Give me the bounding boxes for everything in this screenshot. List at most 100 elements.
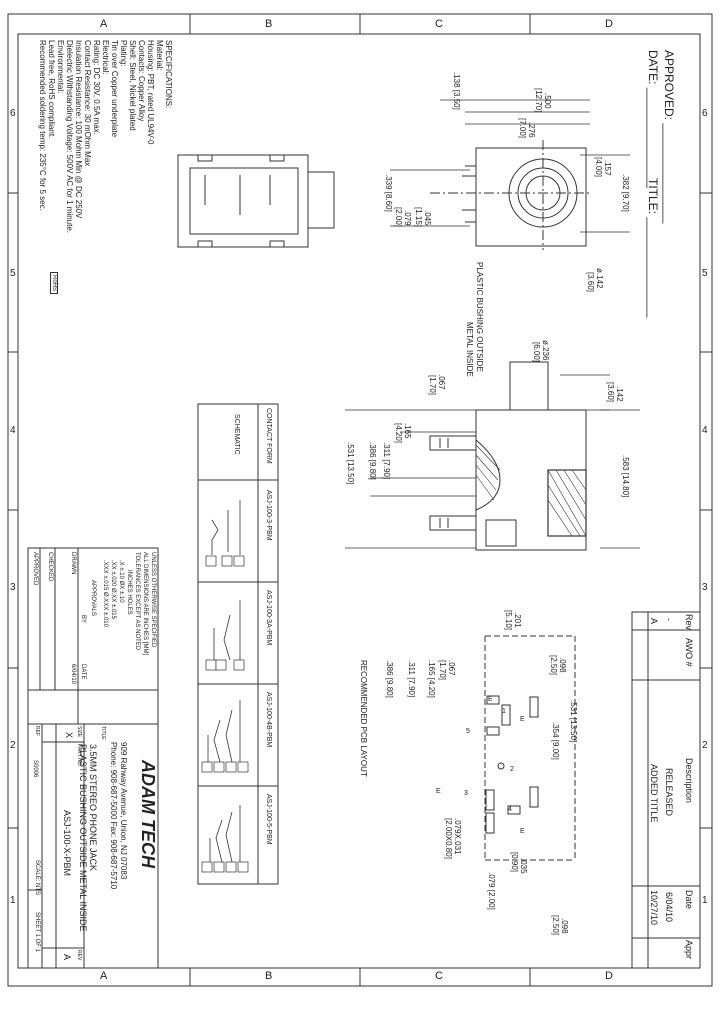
pcb-dim-098-mm: [2.50] [549, 655, 558, 676]
pcb-dim-079x031: .079X.031 [453, 818, 462, 855]
spec-lead-free: Lead free, RoHS compliant. [47, 40, 56, 139]
pcb-dim-201: .201 [513, 612, 522, 628]
contact-form-header: CONTACT FORM [265, 408, 272, 464]
part-asj-100-3a: ASJ-100-3A-PBM [265, 590, 272, 646]
rev-label: REV [76, 950, 82, 961]
rev-row2-desc: ADDED TITLE [649, 764, 659, 823]
pcb-title: RECOMMENDED PCB LAYOUT [359, 660, 368, 777]
dim-142b: .142 [615, 386, 624, 402]
spec-shell: Shell: Steel, Nickel plated [128, 40, 137, 131]
title-line2: PLASTIC BUSHING OUTSIDE METAL INSIDE [78, 744, 88, 932]
part-no-value: ASJ-100-X-PBM [62, 810, 72, 877]
approvals-date: DATE [80, 664, 86, 680]
pcb-pad-3: 3 [464, 790, 468, 797]
spec-environmental: Environmental: [56, 40, 65, 94]
zone-number-left-6: 6 [10, 108, 16, 119]
dim-079: .079 [403, 210, 412, 226]
pcb-dim-035: .035 [519, 858, 528, 874]
dim-276: .276 [527, 122, 536, 138]
size-value: X [64, 732, 74, 739]
bushing-label: PLASTIC BUSHING OUTSIDE [475, 262, 484, 372]
top-view-dims [390, 99, 630, 233]
rev-value: A [62, 954, 72, 961]
rev-header-awo: AWO # [684, 638, 694, 667]
dim-500: .500 [543, 93, 552, 109]
ref-value: S0006 [32, 760, 38, 778]
pcb-dim-067-mm: [1.70] [438, 660, 447, 681]
dim-382: .382 [9.70] [621, 174, 630, 212]
dim-236: ø.236 [541, 340, 550, 361]
pcb-dim-067: .067 [447, 660, 456, 676]
rev-row2-rev: A [649, 618, 659, 625]
dim-067-mm: [1.70] [428, 375, 437, 396]
spec-housing: Housing: PBT, rated UL94V-0 [146, 40, 155, 145]
dim-276-mm: [7.00] [518, 118, 527, 139]
pcb-pad-1: 1 [502, 708, 506, 715]
spec-plating: Plating: [119, 40, 128, 67]
rev-header-appr: Appr [684, 940, 694, 960]
pcb-dim-354: .354 [9.00] [551, 722, 560, 760]
zone-letter-bottom-c: C [435, 970, 443, 982]
spec-plating-detail: Tin over Copper underplate [110, 40, 119, 138]
spec-material: Material: [155, 40, 164, 71]
zone-number-right-3: 3 [702, 582, 708, 593]
pcb-pad-e4: E [436, 788, 441, 795]
contact-table-grid [197, 403, 279, 885]
rev-header-description: Description [684, 758, 694, 804]
inner-border [17, 33, 701, 969]
pcb-dim-165: .165 [4.20] [427, 660, 436, 698]
top-view [430, 140, 590, 250]
date-line: DATE: _______________ [646, 50, 660, 188]
zone-ticks [8, 14, 712, 986]
rev-row1-rev: - [664, 618, 674, 621]
zone-letter-top-c: C [435, 18, 443, 30]
pcb-dim-311: .311 [7.90] [407, 660, 416, 698]
dim-045: .045 [423, 210, 432, 226]
spec-contact-resistance: Contact Resistance: 30 mOhm Max [83, 40, 92, 167]
dim-339: .339 [8.60] [384, 174, 393, 212]
dim-142a-mm: [3.60] [586, 272, 595, 293]
tol-line7: .XXX ±.015 Ø.XXX ±.010 [102, 560, 108, 627]
spec-soldering: Recommended soldering temp: 235°C for 5 … [38, 40, 47, 211]
front-view [429, 361, 587, 551]
pcb-dim-531: .531 [13.50] [569, 700, 578, 743]
zone-number-left-1: 1 [10, 895, 16, 906]
zone-number-right-5: 5 [702, 268, 708, 279]
zone-number-left-5: 5 [10, 268, 16, 279]
pcb-pad-e2: E [488, 696, 493, 703]
title-label: TITLE [100, 726, 106, 740]
pcb-layout [484, 635, 576, 861]
ref-label: REF [34, 726, 40, 736]
zone-letter-top-d: D [605, 18, 613, 30]
pcb-pad-e3: E [520, 828, 525, 835]
rev-header-date: Date [684, 890, 694, 910]
dim-165-mm: [4.20] [394, 423, 403, 444]
pcb-dim-035-mm: [0.90] [510, 852, 519, 873]
dim-157: .157 [603, 160, 612, 176]
spec-insulation: Insulation Resistance: 100 Mohm Min @ DC… [74, 40, 83, 219]
zone-number-right-1: 1 [702, 895, 708, 906]
company-address: 909 Rahway Avenue, Union, NJ 07083 [119, 742, 128, 880]
revision-table [631, 611, 701, 969]
zone-letter-bottom-a: A [100, 970, 108, 982]
spec-rating: Rating: DC 30V, 0.5A max. [92, 40, 101, 135]
dim-142b-mm: [3.60] [606, 382, 615, 403]
rev-header-rev: Rev [684, 614, 694, 631]
approvals-by: BY [80, 615, 86, 624]
dim-142a: ø.142 [595, 268, 604, 289]
pcb-dim-098: .098 [558, 657, 567, 673]
rev-row2-date: 10/27/10 [649, 890, 659, 926]
company-name: ADAM TECH [138, 760, 158, 868]
tol-line3: TOLERANCES EXCEPT AS NOTED [134, 552, 140, 651]
company-phone: Phone: 908-687-5000 Fax: 908-687-5710 [109, 742, 118, 890]
pcb-dim-098b: .098 [560, 918, 569, 934]
pcb-pad-2: 2 [510, 766, 514, 773]
rev-row1-desc: RELEASED [664, 768, 674, 817]
rohs-badge: RoHS [50, 272, 58, 295]
zone-number-left-4: 4 [10, 425, 16, 436]
sheet-value: SHEET 1 OF 1 [34, 912, 40, 952]
tol-line5: .X ±.10 ØX ±.10 [118, 560, 124, 603]
tol-line2: ALL DIMENSIONS ARE INCHES [MM] [142, 552, 148, 656]
zone-letter-bottom-d: D [605, 970, 613, 982]
